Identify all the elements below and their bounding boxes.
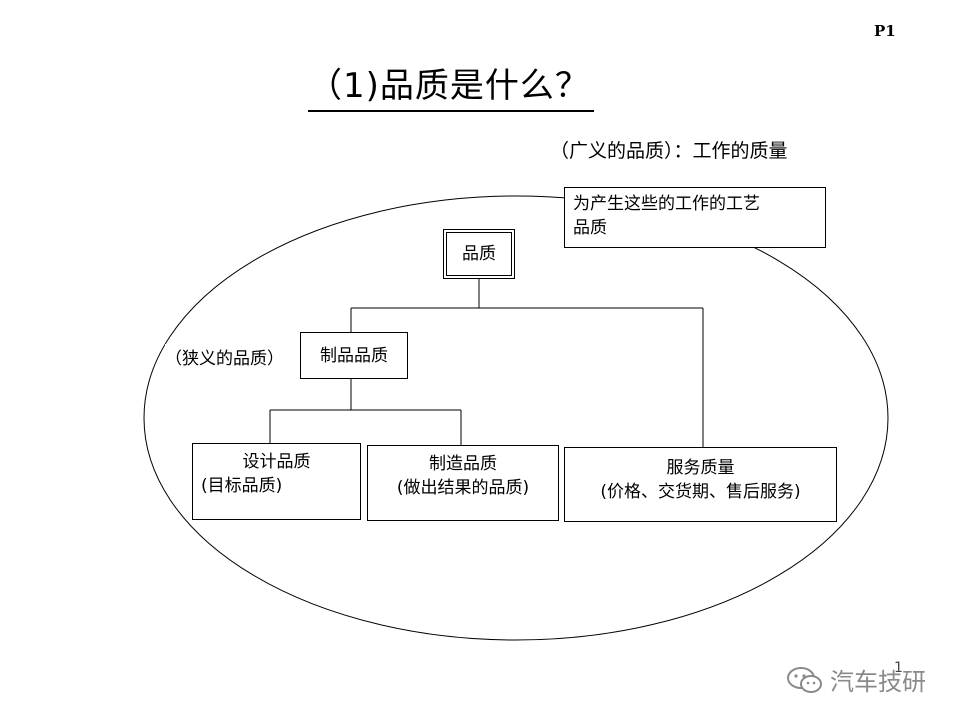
design-quality-box: 设计品质 (目标品质) — [192, 443, 361, 520]
manufacture-quality-line-2: (做出结果的品质) — [396, 478, 530, 498]
wechat-icon — [787, 666, 822, 693]
service-quality-box: 服务质量 (价格、交货期、售后服务) — [564, 447, 837, 522]
product-quality-box: 制品品质 — [300, 332, 408, 379]
process-quality-line-2: 品质 — [573, 218, 607, 238]
broad-quality-ellipse — [143, 195, 889, 641]
design-quality-line-1: 设计品质 — [242, 452, 311, 472]
watermark-text: 汽车技研 — [830, 668, 926, 696]
product-quality-label: 制品品质 — [320, 345, 388, 366]
broad-definition-label: （广义的品质）：工作的质量 — [550, 140, 788, 162]
corner-mark: 1 — [894, 660, 903, 676]
watermark: 汽车技研 — [786, 662, 926, 697]
process-quality-box: 为产生这些的工作的工艺 品质 — [564, 187, 826, 248]
quality-root-box: 品质 — [443, 229, 515, 279]
service-quality-line-2: (价格、交货期、售后服务) — [600, 482, 801, 502]
design-quality-line-2: (目标品质) — [201, 476, 283, 496]
page-title: （1)品质是什么？ — [308, 66, 594, 112]
process-quality-line-1: 为产生这些的工作的工艺 — [573, 194, 760, 214]
manufacture-quality-box: 制造品质 (做出结果的品质) — [367, 445, 559, 521]
narrow-definition-label: （狭义的品质） — [165, 344, 284, 369]
quality-root-label: 品质 — [462, 244, 496, 264]
manufacture-quality-line-1: 制造品质 — [429, 454, 497, 474]
page-number: P1 — [874, 22, 896, 40]
service-quality-line-1: 服务质量 — [666, 458, 735, 478]
